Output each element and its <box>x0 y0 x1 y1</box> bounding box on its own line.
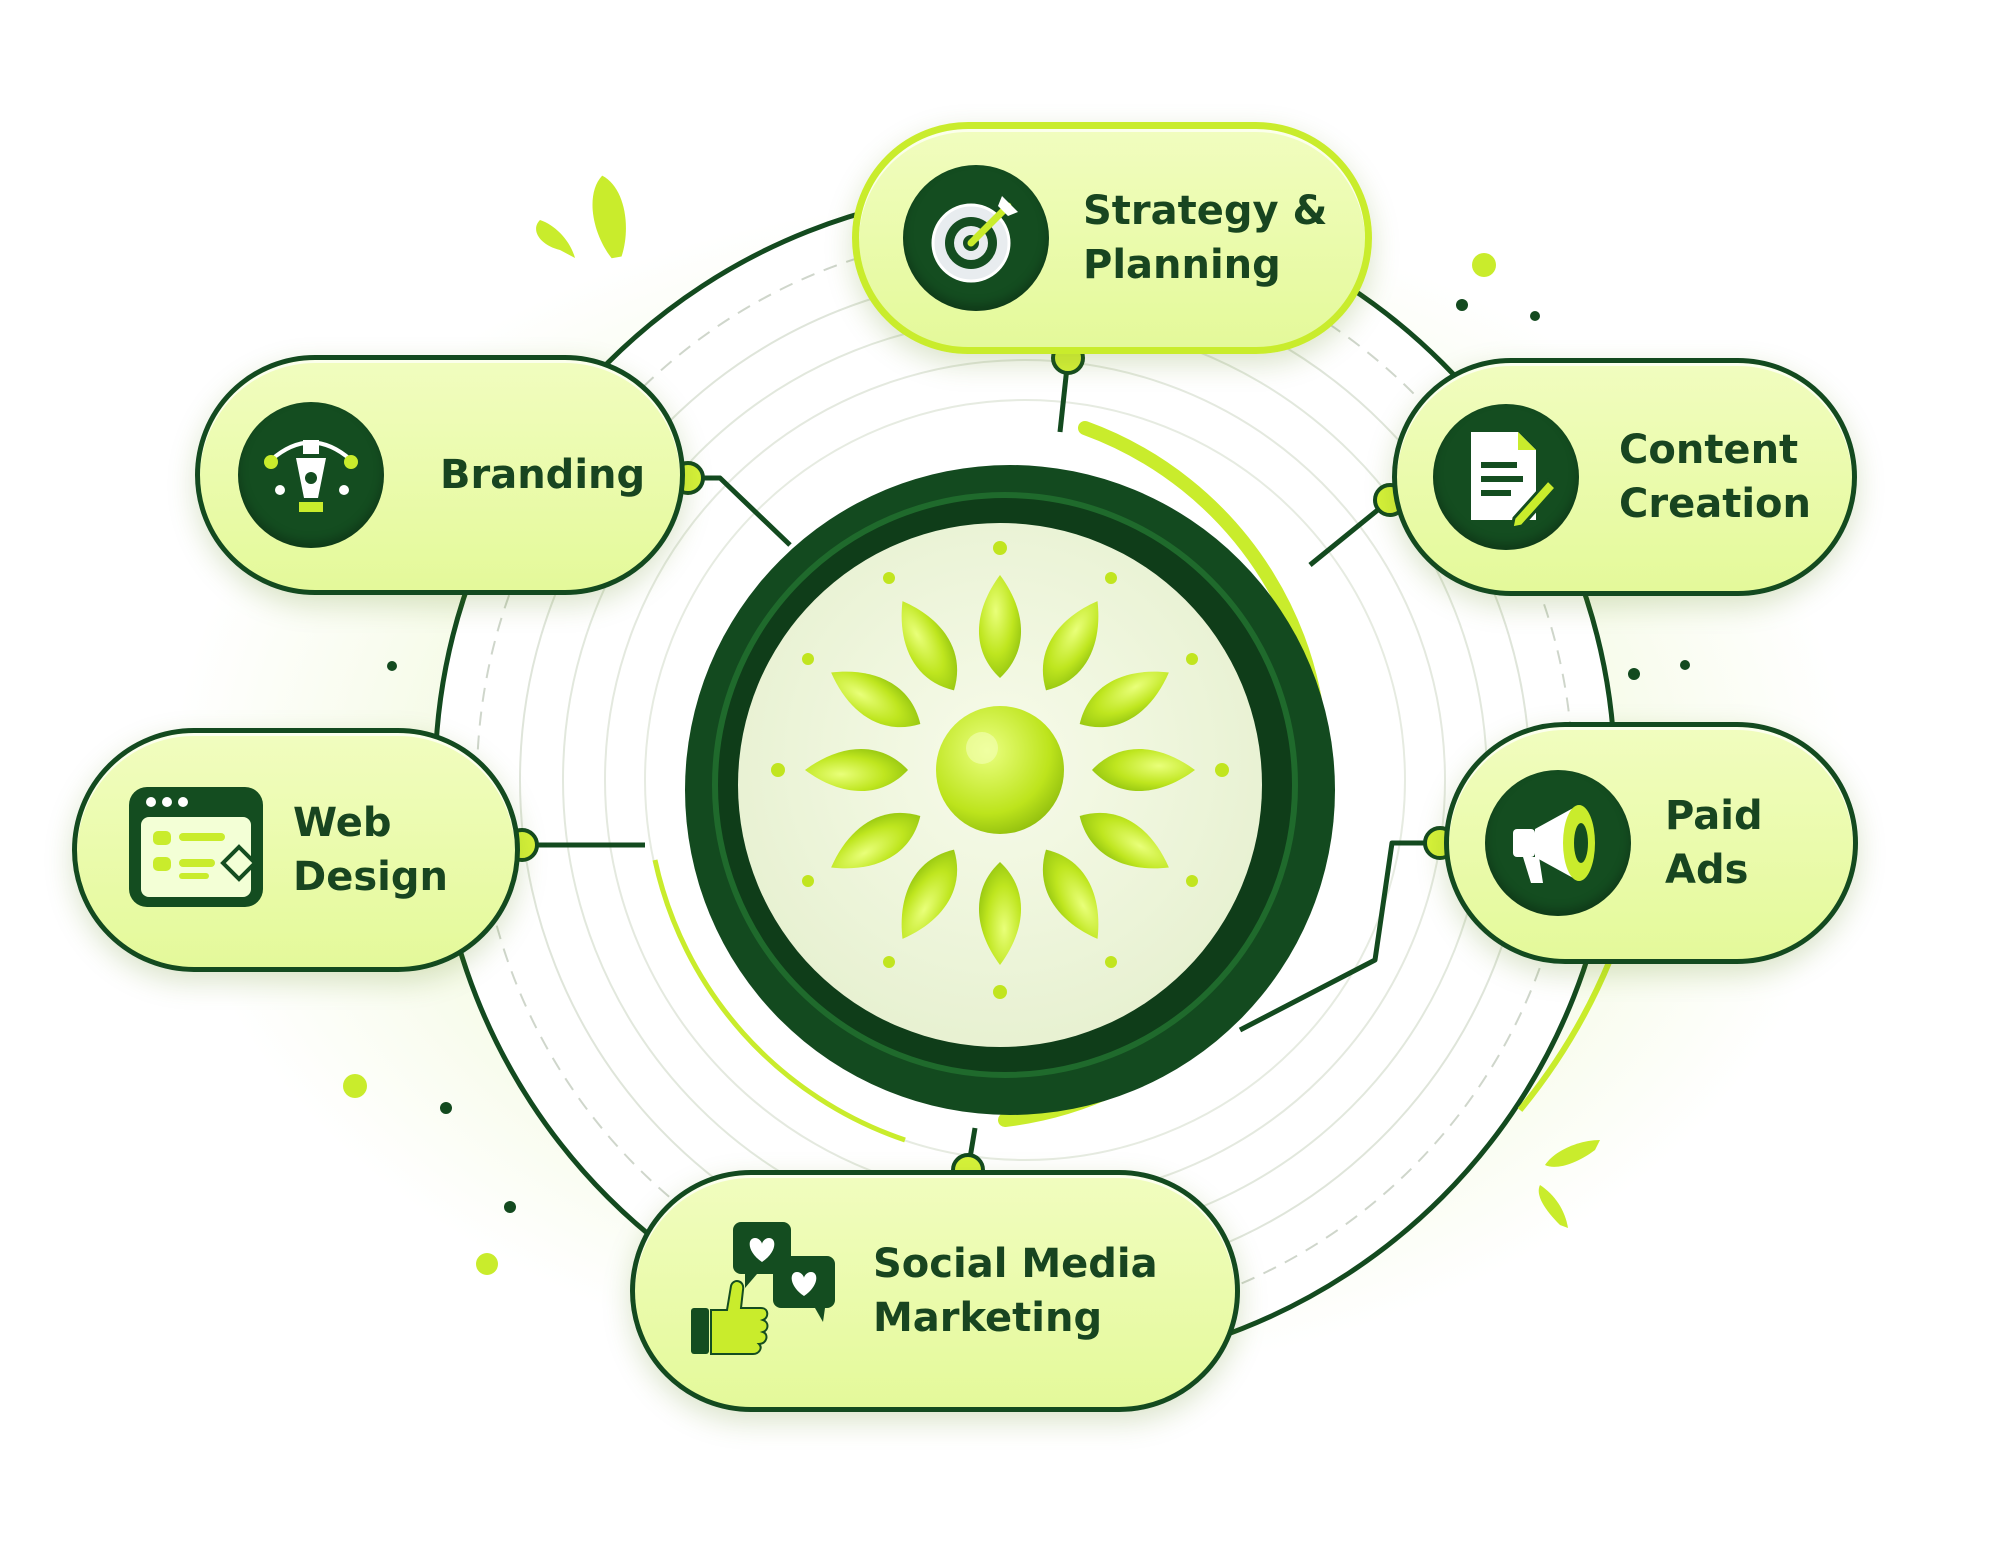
lime-arc-outer <box>1517 958 1613 1112</box>
megaphone-icon <box>1485 770 1631 916</box>
node-web[interactable]: Web Design <box>72 728 520 972</box>
node-paid[interactable]: Paid Ads <box>1444 722 1858 964</box>
decorative-droplets <box>343 175 1600 1275</box>
target-arrow-icon <box>903 165 1049 311</box>
lime-arc-left <box>652 859 906 1143</box>
node-content-label: Content Creation <box>1619 427 1811 527</box>
node-strategy[interactable]: Strategy & Planning <box>852 122 1372 354</box>
flower-petals-icon <box>771 541 1229 999</box>
node-branding-label: Branding <box>440 452 646 498</box>
connector-paid <box>1238 840 1440 1033</box>
node-content[interactable]: Content Creation <box>1392 358 1857 596</box>
pen-tool-icon <box>238 402 384 548</box>
thumbs-up-hearts-icon <box>685 1214 845 1368</box>
node-web-label: Web Design <box>293 800 448 900</box>
ring-6 <box>644 399 1406 1161</box>
document-pencil-icon <box>1433 404 1579 550</box>
node-strategy-label: Strategy & Planning <box>1083 188 1328 288</box>
node-paid-label: Paid Ads <box>1665 793 1763 893</box>
browser-window-icon <box>121 773 271 927</box>
node-social-label: Social Media Marketing <box>873 1241 1158 1341</box>
node-social[interactable]: Social Media Marketing <box>630 1170 1240 1412</box>
connector-content <box>1308 498 1392 567</box>
node-branding[interactable]: Branding <box>195 355 685 595</box>
